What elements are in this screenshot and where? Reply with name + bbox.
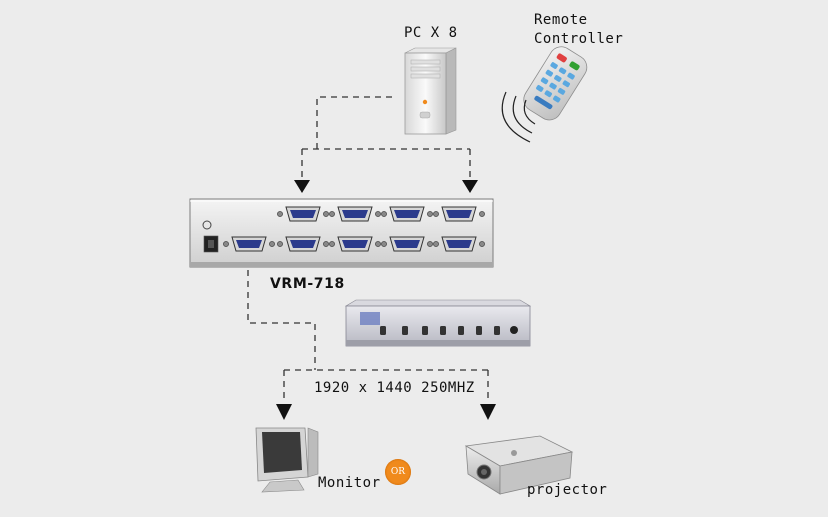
vga-switch-rear-panel bbox=[189, 198, 494, 268]
or-badge: OR bbox=[385, 459, 411, 485]
pc-count-label: PC X 8 bbox=[404, 25, 458, 41]
arrow-down-icon bbox=[276, 180, 496, 420]
remote-label-line1: Remote bbox=[534, 12, 588, 28]
resolution-label: 1920 x 1440 250MHZ bbox=[314, 380, 475, 396]
front-button-icon bbox=[422, 326, 428, 335]
projector-icon bbox=[464, 435, 574, 495]
front-button-icon bbox=[380, 326, 386, 335]
signal-waves-icon bbox=[501, 91, 536, 143]
vga-port-icon bbox=[223, 236, 275, 252]
pc-tower-icon bbox=[404, 47, 457, 135]
front-button-icon bbox=[458, 326, 464, 335]
projector-label: projector bbox=[527, 482, 608, 498]
vga-port-icon bbox=[433, 236, 485, 252]
front-button-icon bbox=[402, 326, 408, 335]
vga-switch-front-panel bbox=[344, 299, 532, 347]
connection-lines bbox=[247, 96, 489, 402]
model-label: VRM-718 bbox=[270, 276, 345, 292]
vga-port-icon bbox=[433, 206, 485, 222]
front-button-icon bbox=[440, 326, 446, 335]
front-button-icon bbox=[476, 326, 482, 335]
vga-port-icon bbox=[381, 206, 433, 222]
remote-controller-icon bbox=[523, 46, 588, 121]
vga-port-icon bbox=[329, 236, 381, 252]
vga-port-icon bbox=[277, 236, 329, 252]
monitor-label: Monitor bbox=[318, 475, 381, 491]
front-button-icon bbox=[494, 326, 500, 335]
vga-port-icon bbox=[329, 206, 381, 222]
remote-label-line2: Controller bbox=[534, 31, 624, 47]
vga-port-icon bbox=[381, 236, 433, 252]
vga-port-icon bbox=[277, 206, 329, 222]
monitor-icon bbox=[255, 427, 319, 493]
